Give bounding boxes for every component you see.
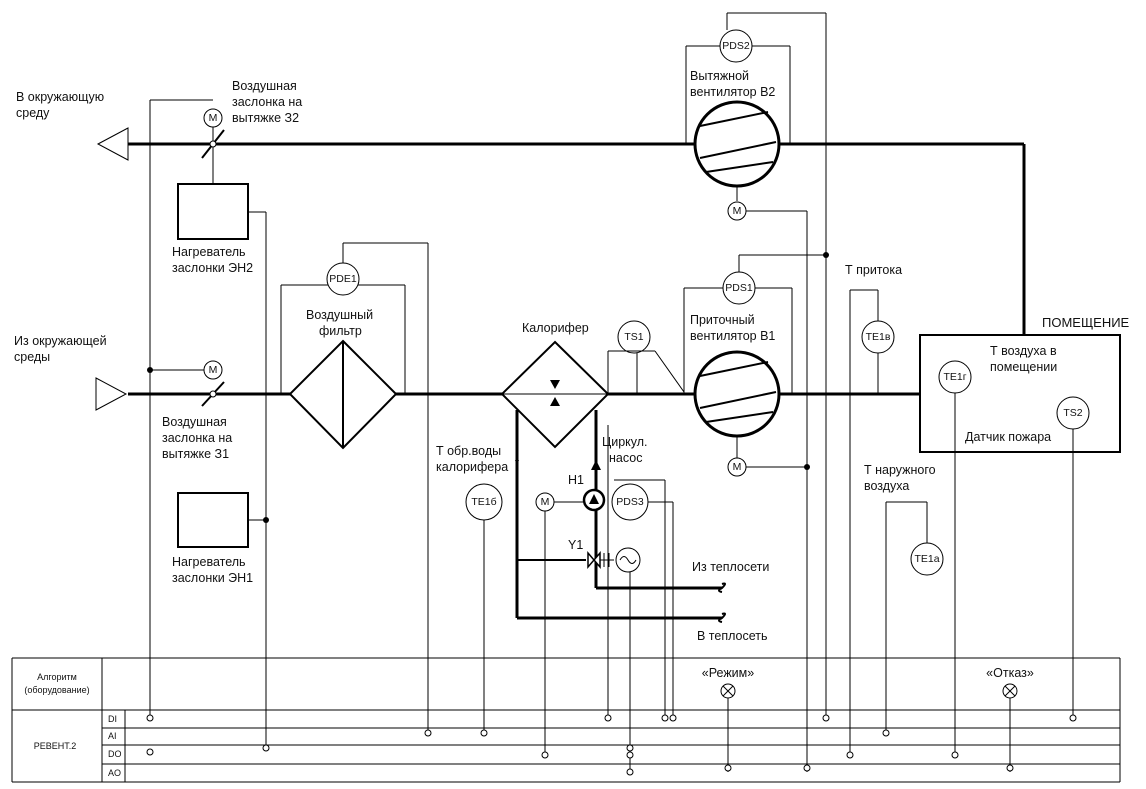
pds2-tag: PDS2 [722,40,750,52]
fan-b1-motor-tag: M [733,461,742,473]
algorithm-label-1: Алгоритм [37,672,77,682]
calorifer [500,340,610,449]
heater-eh1-label-2: заслонки ЭН1 [172,571,253,585]
circ-pump-label-1: Циркул. [602,435,648,449]
heater-eh2-label-2: заслонки ЭН2 [172,261,253,275]
damper-z1-label-2: заслонка на [162,431,232,445]
room-title: ПОМЕЩЕНИЕ [1042,315,1130,330]
supply-fan-b1: PDS1 M [683,271,793,477]
water-circuit: PDS3 M TE1б [465,410,726,623]
outlet-env-label-1: В окружающую [16,90,104,104]
return-water-label-1: Т обр.воды [436,444,501,458]
exhaust-fan-label-2: вентилятор В2 [690,85,775,99]
ts1-tag: TS1 [624,331,643,343]
pump-h1-label: Н1 [568,473,584,487]
pds3-tag: PDS3 [616,496,644,508]
inlet-env-label-2: среды [14,350,50,364]
row-do-label: DO [108,749,122,759]
t-outdoor-label-2: воздуха [864,479,909,493]
t-outdoor-label-1: Т наружного [864,463,936,477]
io-table [11,657,1121,783]
te1a-tag: TE1а [914,553,939,565]
room-temp-label-2: помещении [990,360,1057,374]
te1v-tag: TE1в [866,331,891,343]
t-supply-label: Т притока [845,263,902,277]
room-temp-label-1: Т воздуха в [990,344,1057,358]
exhaust-damper-z2: M [201,108,225,184]
signal-wiring [147,12,1074,772]
row-di-label: DI [108,714,117,724]
damper-z1-motor-tag: M [209,364,218,376]
circ-pump-label-2: насос [609,451,642,465]
algorithm-label-2: (оборудование) [24,685,89,695]
mode-indicator-label: «Режим» [702,666,754,680]
damper-z2-motor-tag: M [209,112,218,124]
to-heat-network-label: В теплосеть [697,629,768,643]
damper-z1-label-3: вытяжке З1 [162,447,229,461]
inlet-env-label-1: Из окружающей [14,334,107,348]
device-label: PEВЕНТ.2 [34,741,77,751]
supply-fan-label-2: вентилятор В1 [690,329,775,343]
calorifer-label: Калорифер [522,321,589,335]
heater-eh2-label-1: Нагреватель [172,245,246,259]
damper-z2-label-2: заслонка на [232,95,302,109]
fire-sensor-label: Датчик пожара [965,430,1051,444]
air-filter-label-2: фильтр [319,324,362,338]
fan-b2-motor-tag: M [733,205,742,217]
damper-z2-label-3: вытяжке З2 [232,111,299,125]
pde1-tag: PDE1 [329,273,357,285]
te1v-sensor: TE1в [861,320,895,394]
damper-heater-eh2 [177,183,249,240]
outlet-env-label-2: среду [16,106,50,120]
exhaust-duct [96,127,1026,335]
exhaust-fan-b2: PDS2 M [685,29,791,221]
exhaust-fan-label-1: Вытяжной [690,69,749,83]
damper-z1-label-1: Воздушная [162,415,227,429]
air-filter: PDE1 [280,262,406,450]
damper-z2-label-1: Воздушная [232,79,297,93]
heater-eh1-label-1: Нагреватель [172,555,246,569]
failure-indicator-label: «Отказ» [986,666,1034,680]
air-filter-label-1: Воздушный [306,308,373,322]
pump-motor-tag: M [541,496,550,508]
te1g-tag: TE1г [943,371,966,383]
pds1-tag: PDS1 [725,282,753,294]
supply-damper-z1: M [201,360,225,407]
io-terminals [146,714,1077,776]
ts1-sensor: TS1 [617,320,685,394]
from-heat-network-label: Из теплосети [692,560,769,574]
ts2-tag: TS2 [1063,407,1082,419]
row-ao-label: AO [108,768,121,778]
supply-fan-label-1: Приточный [690,313,755,327]
te16-tag: TE1б [471,496,496,508]
row-ai-label: AI [108,731,117,741]
te1a-sensor: TE1а [886,501,944,576]
return-water-label-2: калорифера [436,460,508,474]
damper-heater-eh1 [177,492,249,548]
valve-y1-label: Y1 [568,538,583,552]
room: TE1г TS2 [919,334,1121,453]
